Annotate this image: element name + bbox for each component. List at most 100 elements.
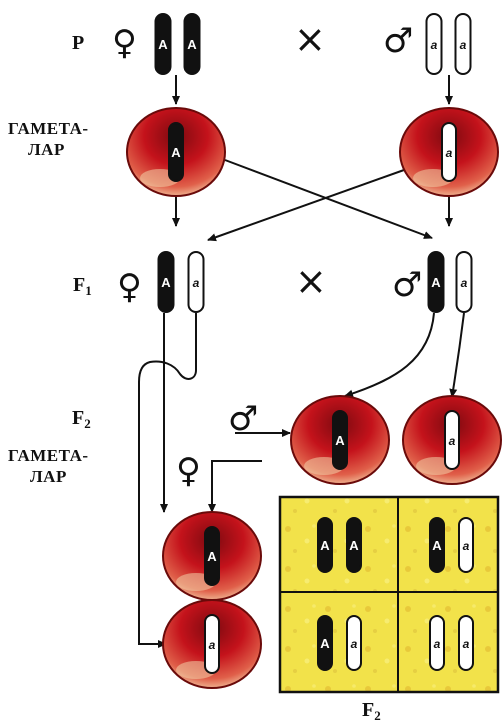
gamete-cell-f2-female-recessive-chromosome: a	[204, 614, 220, 674]
label-f2-punnett: F2	[362, 700, 381, 722]
label-gametes-bottom: ГАМЕТА- ЛАР	[8, 447, 89, 485]
chromosome-f1-male-recessive: a	[455, 251, 473, 313]
punnett-cell-aa-dominant-2-allele-label: A	[349, 538, 359, 553]
chromosome-f1-male-dominant: A	[427, 251, 445, 313]
punnett-cell-aa-hetero-2-allele-label: a	[463, 539, 470, 553]
cross-sign-p: ×	[294, 17, 326, 61]
arrow-female-symbol-to-gamete	[212, 460, 262, 512]
chromosome-p-female-1-allele-label: A	[158, 37, 168, 52]
gamete-cell-f2-female-dominant-chromosome-allele-label: A	[207, 549, 217, 564]
chromosome-p-male-1-body	[425, 13, 443, 75]
arrow-f1-male-recessive-to-gamete	[449, 312, 465, 398]
label-f1-letter: F	[73, 274, 86, 296]
label-f1-sub: 1	[85, 283, 92, 298]
chromosome-f1-female-recessive-body	[187, 251, 205, 313]
gamete-cells	[126, 107, 502, 689]
punnett-cell-bb-hetero-2-allele-label: a	[351, 637, 358, 651]
gamete-cell-f2-female-recessive-chromosome-allele-label: a	[209, 638, 216, 652]
chromosome-f1-female-recessive-allele-label: a	[193, 276, 200, 290]
punnett-cell-bb-hetero-1-allele-label: A	[320, 636, 330, 651]
chromosome-p-male-2-body	[454, 13, 472, 75]
female-symbol-f1: ♀	[117, 267, 142, 307]
chromosome-f1-male-recessive-body	[455, 251, 473, 313]
gamete-cell-p-male-chromosome-allele-label: a	[446, 146, 453, 160]
punnett-cell-bb-hetero-2: a	[346, 615, 362, 671]
gamete-cell-f2-male-recessive-chromosome-allele-label: a	[449, 434, 456, 448]
punnett-cell-bb-recessive-1-allele-label: a	[434, 637, 441, 651]
chromosome-f1-female-dominant-body	[157, 251, 175, 313]
chromosome-f1-female-dominant-allele-label: A	[161, 275, 171, 290]
label-p: P	[72, 32, 85, 54]
female-symbol-p: ♀	[112, 23, 137, 63]
label-gametes-bottom-line2: ЛАР	[30, 467, 67, 486]
chromosome-p-female-1-body	[154, 13, 172, 75]
arrows	[138, 75, 465, 648]
label-gametes-top-line2: ЛАР	[28, 140, 65, 159]
arrow-cross-female-gamete-to-f1-male	[224, 159, 433, 239]
gamete-cell-p-female-chromosome-allele-label: A	[171, 145, 181, 160]
male-symbol-f1: ♂	[392, 265, 423, 305]
label-f2-sub: 2	[84, 416, 91, 431]
punnett-cell-aa-hetero-2-body	[458, 517, 474, 573]
label-gametes-top: ГАМЕТА- ЛАР	[8, 120, 89, 158]
female-symbol-f2: ♀	[176, 451, 201, 491]
gamete-cell-p-female-chromosome-body	[168, 122, 184, 182]
chromosome-p-male-2-allele-label: a	[460, 38, 467, 52]
gamete-cell-p-male-chromosome: a	[441, 122, 457, 182]
male-symbol-f2: ♂	[228, 399, 259, 439]
gamete-cell-f2-female-dominant-chromosome: A	[204, 526, 220, 586]
male-symbol-p: ♂	[383, 21, 414, 61]
gamete-cell-p-male-chromosome-body	[441, 122, 457, 182]
punnett-cell-aa-dominant-1-allele-label: A	[320, 538, 330, 553]
punnett-cell-aa-hetero-2: a	[458, 517, 474, 573]
gamete-cell-f2-male-dominant-chromosome: A	[332, 410, 348, 470]
punnett-cell-aa-dominant-1: A	[317, 517, 333, 573]
chromosome-p-female-2-body	[183, 13, 201, 75]
chromosome-f1-male-recessive-allele-label: a	[461, 276, 468, 290]
gamete-cell-f2-male-dominant-chromosome-allele-label: A	[335, 433, 345, 448]
gamete-cell-f2-male-recessive-chromosome: a	[444, 410, 460, 470]
punnett-cell-bb-hetero-1-body	[317, 615, 333, 671]
punnett-cell-bb-recessive-2-allele-label: a	[463, 637, 470, 651]
punnett-cell-bb-recessive-2: a	[458, 615, 474, 671]
arrow-f1-female-recessive-to-gamete	[138, 313, 197, 648]
punnett-cell-bb-recessive-1: a	[429, 615, 445, 671]
chromosome-p-female-1: A	[154, 13, 172, 75]
chromosome-f1-female-dominant: A	[157, 251, 175, 313]
punnett-cell-aa-hetero-1-body	[429, 517, 445, 573]
label-f2-punnett-letter: F	[362, 699, 375, 721]
label-f2: F2	[72, 408, 91, 430]
label-f1: F1	[73, 275, 92, 297]
gamete-cell-f2-female-dominant-chromosome-body	[204, 526, 220, 586]
chromosome-f1-male-dominant-body	[427, 251, 445, 313]
arrow-f1-male-dominant-to-gamete	[344, 312, 435, 398]
label-f2-punnett-sub: 2	[374, 708, 381, 723]
chromosome-p-female-2: A	[183, 13, 201, 75]
chromosome-p-male-1: a	[425, 13, 443, 75]
punnett-cell-bb-recessive-2-body	[458, 615, 474, 671]
punnett-cell-aa-hetero-1: A	[429, 517, 445, 573]
punnett-cell-aa-hetero-1-allele-label: A	[432, 538, 442, 553]
chromosome-f1-male-dominant-allele-label: A	[431, 275, 441, 290]
chromosome-p-male-1-allele-label: a	[431, 38, 438, 52]
label-gametes-bottom-line1: ГАМЕТА-	[8, 446, 89, 465]
punnett-cell-bb-recessive-1-body	[429, 615, 445, 671]
label-f2-letter: F	[72, 407, 85, 429]
punnett-cell-bb-hetero-2-body	[346, 615, 362, 671]
punnett-cell-aa-dominant-2: A	[346, 517, 362, 573]
cross-sign-f1: ×	[295, 259, 327, 303]
chromosome-f1-female-recessive: a	[187, 251, 205, 313]
gamete-cell-f2-male-dominant-chromosome-body	[332, 410, 348, 470]
arrow-cross-male-gamete-to-f1-female	[207, 169, 405, 242]
gamete-cell-f2-female-recessive-chromosome-body	[204, 614, 220, 674]
gamete-cell-p-female-chromosome: A	[168, 122, 184, 182]
gamete-cell-f2-male-recessive-chromosome-body	[444, 410, 460, 470]
punnett-cell-aa-dominant-1-body	[317, 517, 333, 573]
chromosome-p-male-2: a	[454, 13, 472, 75]
label-gametes-top-line1: ГАМЕТА-	[8, 119, 89, 138]
punnett-cell-aa-dominant-2-body	[346, 517, 362, 573]
punnett-cell-bb-hetero-1: A	[317, 615, 333, 671]
